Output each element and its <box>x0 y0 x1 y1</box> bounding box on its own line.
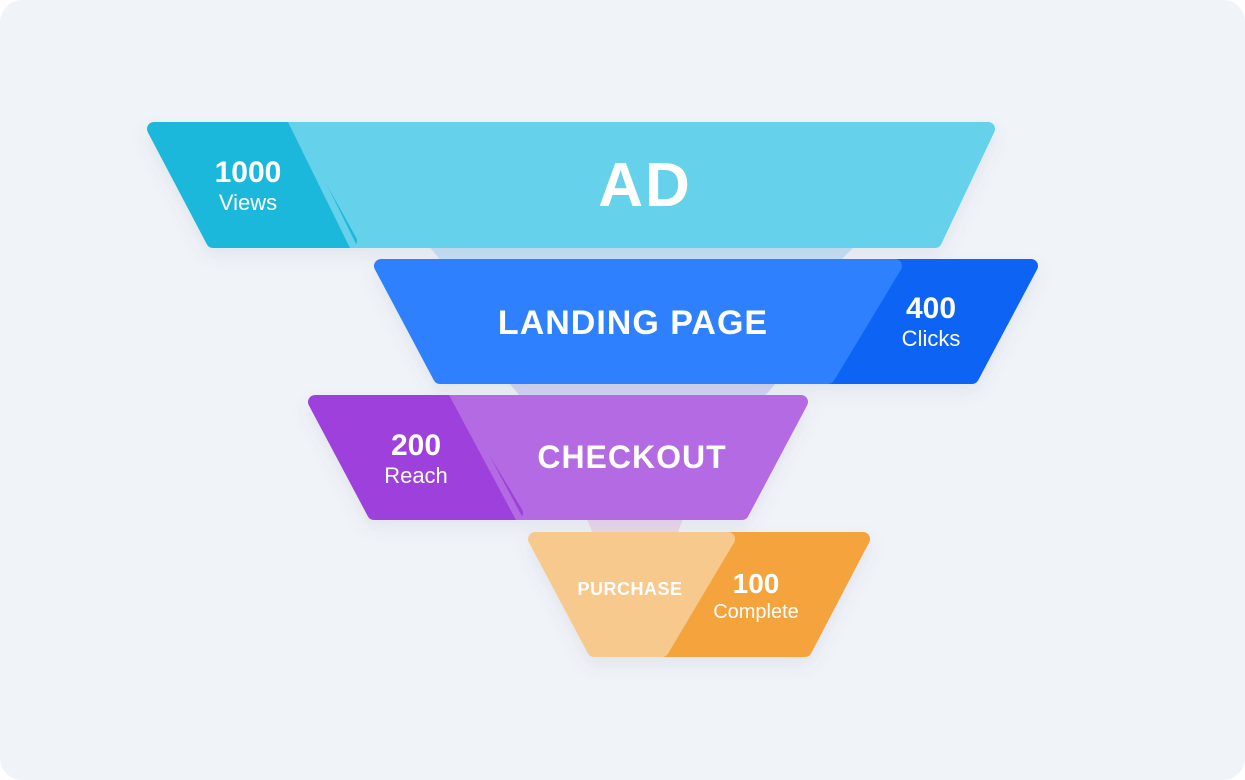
stage-checkout-value: 200 <box>390 429 442 462</box>
stage-checkout-accent-fill <box>449 395 524 520</box>
stage-purchase-value: 100 <box>732 568 780 599</box>
stage-ad-unit: Views <box>218 190 278 215</box>
stage-purchase-main-band <box>528 532 735 657</box>
stage-purchase-stat: 100 Complete <box>713 568 799 623</box>
stage-ad <box>147 122 995 248</box>
stage-ad-stat-band-fill <box>288 122 358 248</box>
stage-landing-main-band <box>374 259 902 384</box>
stage-landing-stat: 400 Clicks <box>902 294 961 350</box>
stage-checkout-stat: 200 Reach <box>384 431 448 487</box>
stage-ad-stat: 1000 Views <box>215 158 282 214</box>
stage-ad-title: AD <box>598 151 692 220</box>
stage-checkout-title: CHECKOUT <box>537 439 727 475</box>
stage-purchase <box>528 532 870 657</box>
stage-purchase-unit: Complete <box>713 601 799 623</box>
stage-landing-unit: Clicks <box>901 326 961 351</box>
stage-landing-page <box>374 259 1038 384</box>
stage-purchase-title: PURCHASE <box>577 579 683 599</box>
stage-checkout-unit: Reach <box>384 463 448 488</box>
stage-landing-title: LANDING PAGE <box>497 304 769 342</box>
stage-checkout <box>308 395 808 520</box>
stage-landing-value: 400 <box>905 292 957 325</box>
stage-ad-value: 1000 <box>214 156 282 189</box>
